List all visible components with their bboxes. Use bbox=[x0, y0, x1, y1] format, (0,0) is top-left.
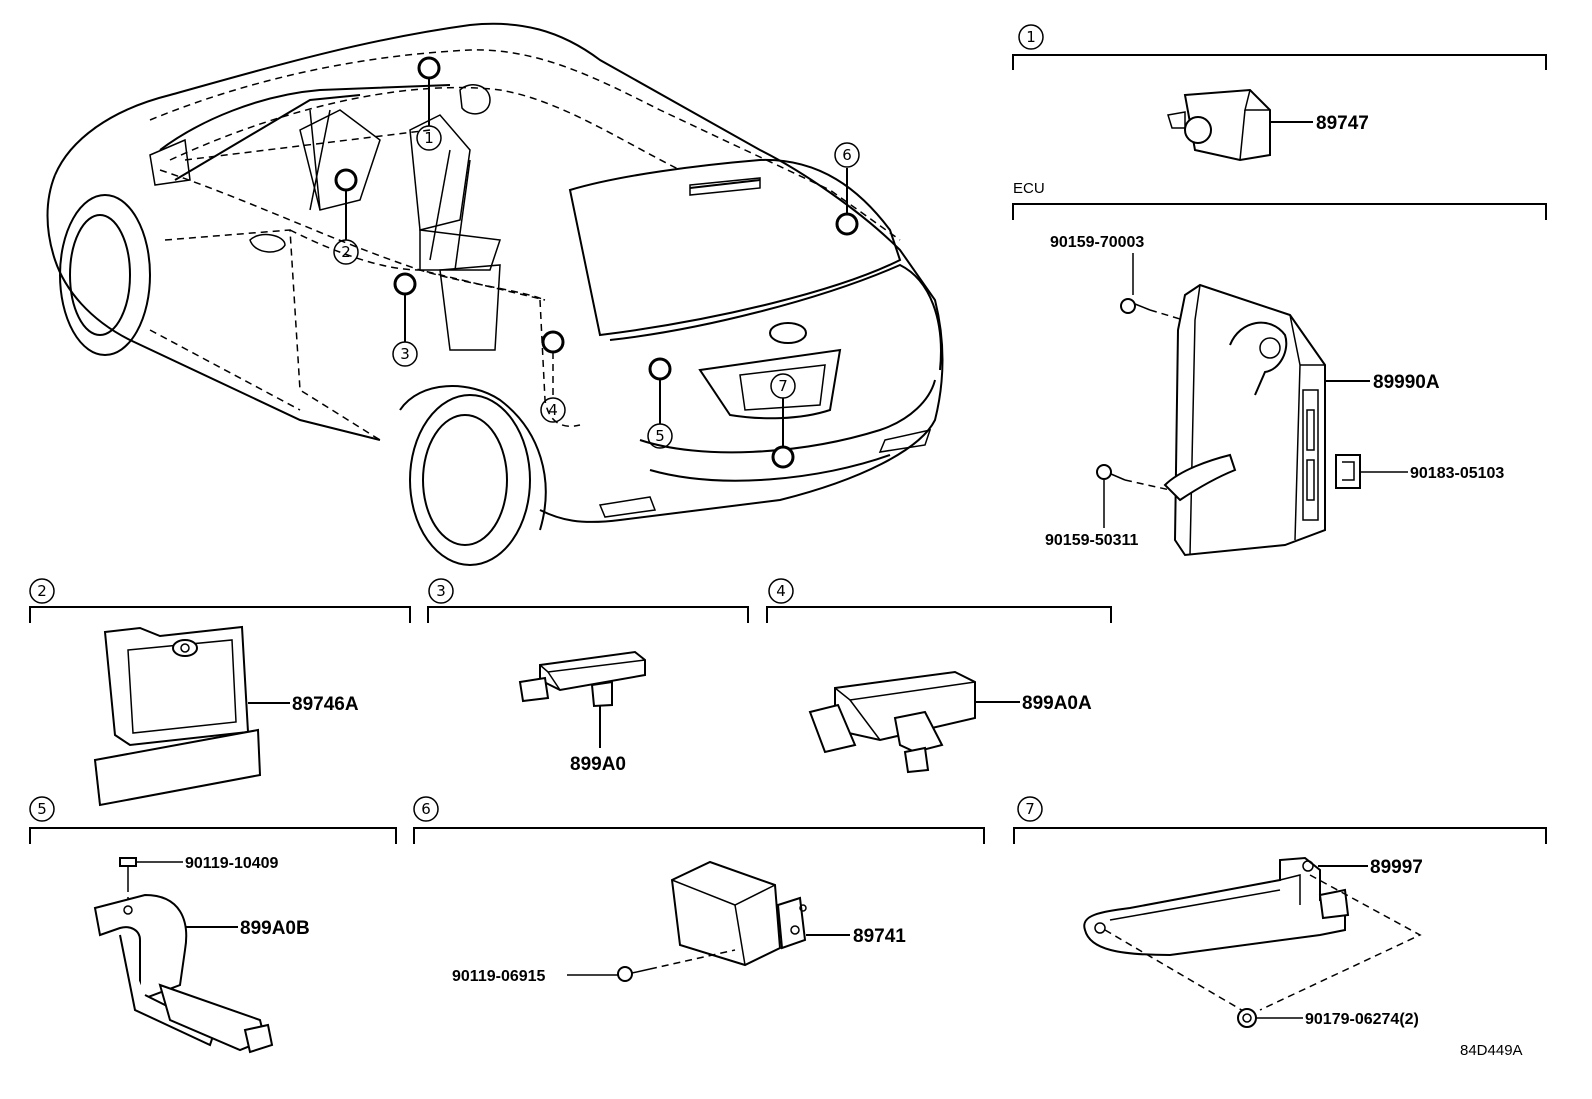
part-89747-drawing bbox=[1167, 88, 1271, 162]
part-90183-05103-label: 90183-05103 bbox=[1410, 465, 1504, 482]
section-3: 3 899A0 bbox=[427, 578, 749, 775]
section-7-number: 7 bbox=[1025, 800, 1035, 818]
marker-ring-2 bbox=[334, 168, 358, 192]
part-899A0-label: 899A0 bbox=[570, 754, 626, 775]
part-899A0-drawing bbox=[518, 650, 646, 708]
section-4: 4 899A0A bbox=[766, 578, 1112, 774]
part-89746A-label: 89746A bbox=[292, 694, 359, 715]
part-89990A-label: 89990A bbox=[1373, 372, 1440, 393]
screw-top-drawing bbox=[1120, 298, 1151, 314]
car-callout-4: 4 bbox=[548, 401, 558, 419]
section-ecu: ECU 90159-70003 89990A bbox=[1012, 180, 1547, 557]
car-callout-6: 6 bbox=[842, 146, 852, 164]
part-89746A-drawing bbox=[93, 625, 262, 807]
part-90119-10409-label: 90119-10409 bbox=[185, 855, 279, 872]
car-callout-1: 1 bbox=[424, 129, 434, 147]
section-1: 1 89747 bbox=[1012, 24, 1547, 162]
section-6: 6 89741 90119-06915 bbox=[413, 796, 985, 985]
car-callout-2: 2 bbox=[341, 243, 351, 261]
section-4-number: 4 bbox=[776, 582, 786, 600]
car-callout-5: 5 bbox=[655, 427, 665, 445]
screw-bottom-drawing bbox=[1096, 464, 1126, 481]
part-89997-label: 89997 bbox=[1370, 857, 1423, 878]
ecu-heading: ECU bbox=[1013, 180, 1045, 197]
section-7: 7 89997 90179-06274(2) bbox=[1013, 796, 1547, 1028]
section-6-number: 6 bbox=[421, 800, 431, 818]
section-2-number: 2 bbox=[37, 582, 47, 600]
part-90179-06274-label: 90179-06274(2) bbox=[1305, 1011, 1419, 1028]
nut-90179-06274-drawing bbox=[1237, 1008, 1257, 1028]
marker-ring-3 bbox=[393, 272, 417, 296]
part-90159-50311-label: 90159-50311 bbox=[1045, 532, 1139, 549]
section-5: 5 90119-10409 899A0B bbox=[29, 796, 397, 1054]
bolt-90119-10409-drawing bbox=[119, 857, 137, 885]
location-markers bbox=[334, 56, 859, 469]
diagram-code: 84D449A bbox=[1460, 1042, 1523, 1059]
part-89997-drawing bbox=[1083, 856, 1350, 957]
part-89741-label: 89741 bbox=[853, 926, 906, 947]
part-89747-label: 89747 bbox=[1316, 113, 1369, 134]
clip-drawing bbox=[1335, 454, 1361, 489]
part-899A0A-drawing bbox=[808, 670, 976, 774]
marker-ring-5 bbox=[648, 357, 672, 381]
marker-leaders bbox=[345, 78, 848, 447]
vehicle-illustration bbox=[46, 22, 944, 566]
part-89741-drawing bbox=[670, 860, 807, 967]
part-90119-06915-label: 90119-06915 bbox=[452, 968, 546, 985]
section-3-number: 3 bbox=[436, 582, 446, 600]
part-90159-70003-label: 90159-70003 bbox=[1050, 234, 1144, 251]
section-2: 2 89746A bbox=[29, 578, 411, 807]
bolt-90119-06915-drawing bbox=[617, 966, 651, 982]
ecu-89990A-drawing bbox=[1163, 283, 1326, 557]
car-callout-3: 3 bbox=[400, 345, 410, 363]
part-899A0B-drawing bbox=[93, 893, 274, 1054]
car-callout-7: 7 bbox=[778, 377, 788, 395]
section-5-number: 5 bbox=[37, 800, 47, 818]
car-callouts: 1 2 3 4 5 6 7 bbox=[333, 125, 860, 449]
part-899A0A-label: 899A0A bbox=[1022, 693, 1092, 714]
marker-ring-7 bbox=[771, 445, 795, 469]
marker-ring-1 bbox=[417, 56, 441, 80]
part-899A0B-label: 899A0B bbox=[240, 918, 310, 939]
marker-ring-6 bbox=[835, 212, 859, 236]
section-1-number: 1 bbox=[1026, 28, 1036, 46]
marker-ring-4 bbox=[541, 330, 565, 354]
